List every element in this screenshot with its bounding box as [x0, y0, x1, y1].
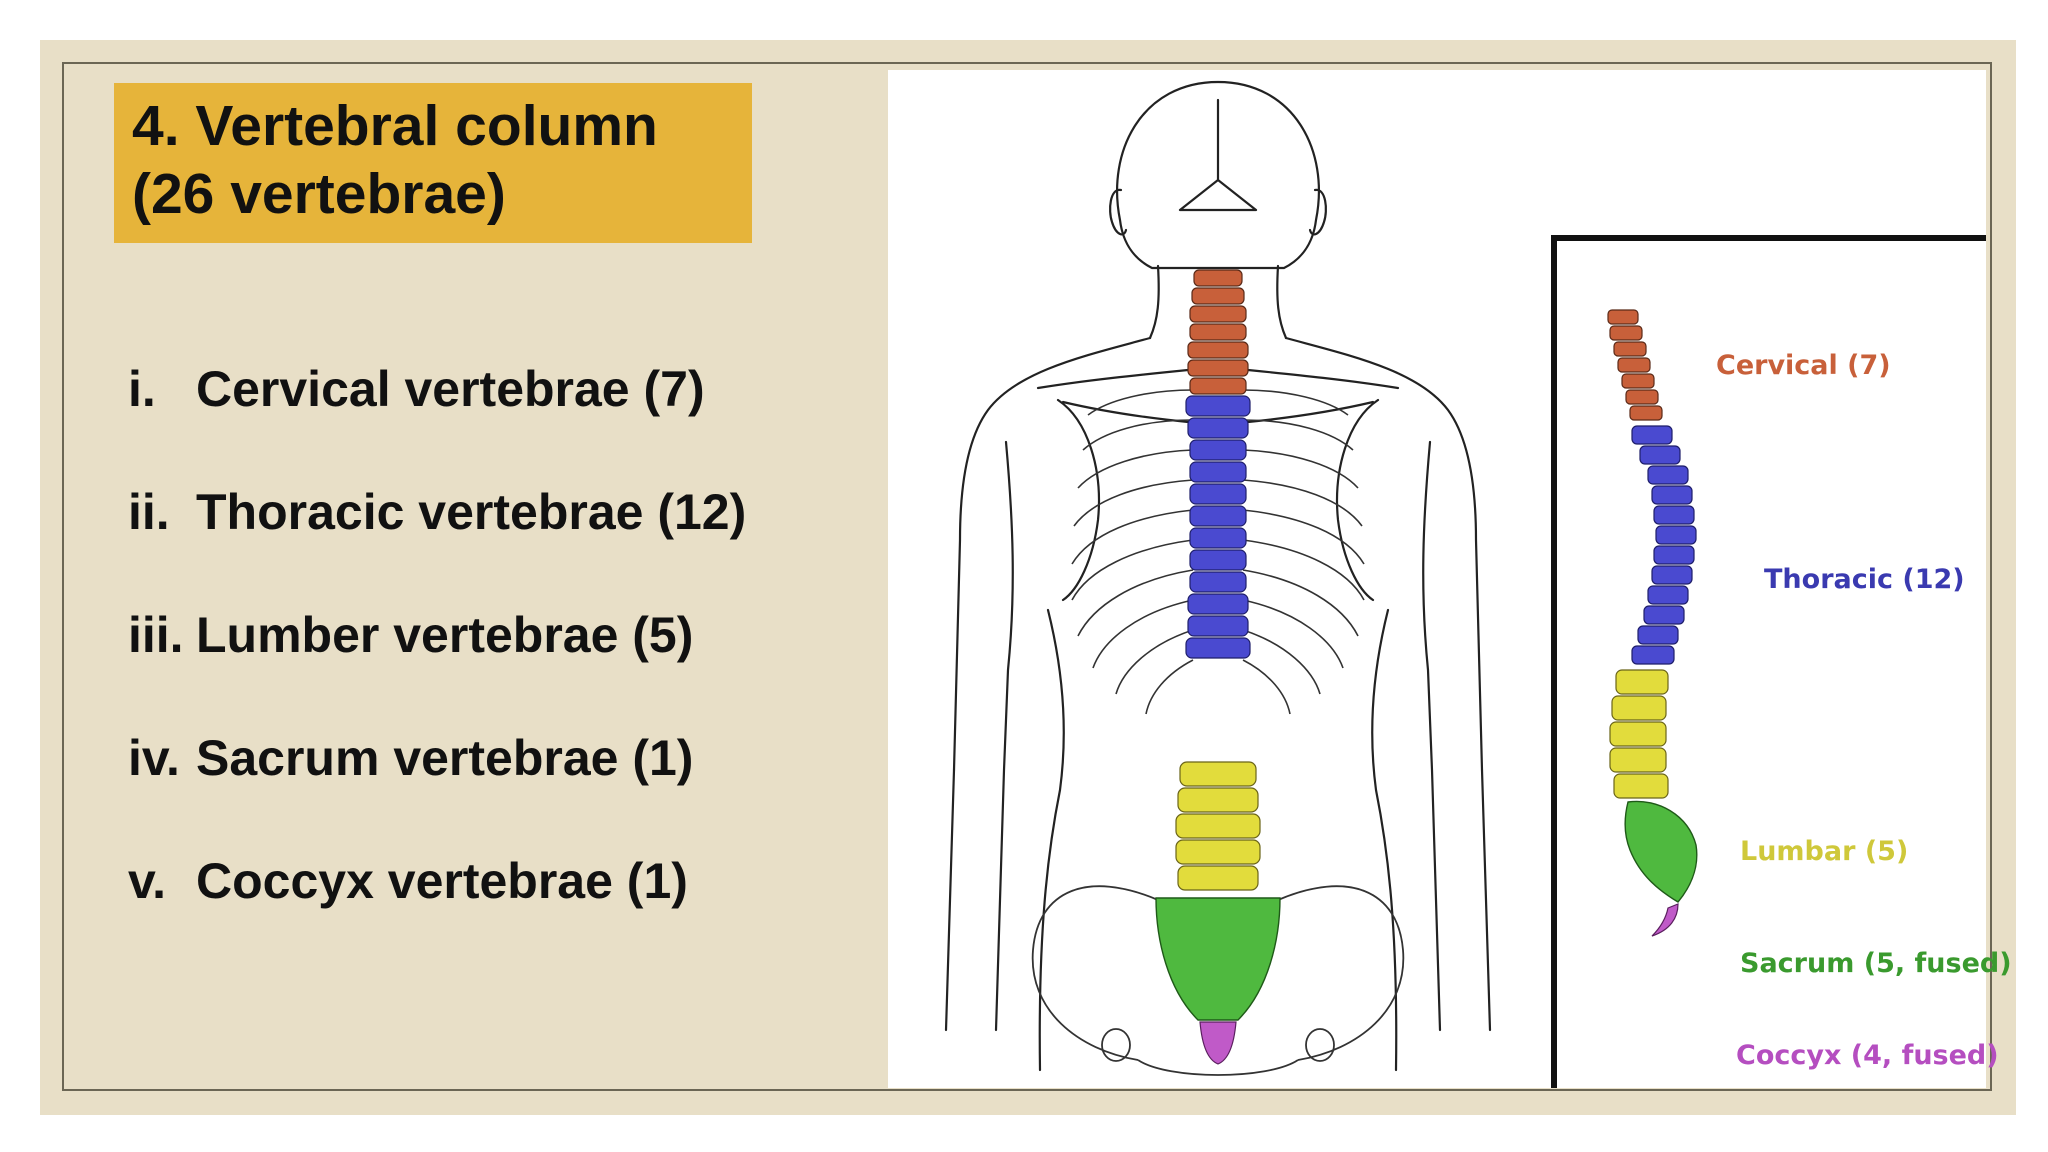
slide-border	[62, 62, 1992, 1091]
side-spine-thoracic	[1631, 425, 1697, 665]
label-coccyx: Coccyx (4, fused)	[1736, 1040, 1999, 1071]
label-cervical: Cervical (7)	[1716, 350, 1891, 381]
spine-illustration: Cervical (7) Thoracic (12) Lumbar (5) Sa…	[944, 80, 2012, 1088]
list-item-text: Sacrum vertebrae (1)	[196, 730, 694, 786]
list-item-number: ii.	[128, 484, 170, 540]
slide: 4. Vertebral column (26 vertebrae) i. Ce…	[40, 40, 2016, 1115]
label-lumbar: Lumbar (5)	[1740, 836, 1908, 867]
pelvis	[1031, 885, 1405, 1076]
back-spine-lumbar	[1175, 761, 1261, 891]
inset-frame	[1551, 235, 1986, 1088]
list-item-text: Thoracic vertebrae (12)	[196, 484, 747, 540]
list-item-number: v.	[128, 853, 166, 909]
list-item-text: Coccyx vertebrae (1)	[196, 853, 688, 909]
label-thoracic: Thoracic (12)	[1764, 564, 1965, 595]
list-item-number: iii.	[128, 607, 184, 663]
title-line-1: 4. Vertebral column	[132, 94, 658, 158]
back-spine-thoracic	[1185, 395, 1251, 659]
back-spine-sacrum	[1155, 897, 1281, 1021]
title-box: 4. Vertebral column (26 vertebrae)	[114, 83, 752, 243]
label-sacrum: Sacrum (5, fused)	[1740, 948, 2012, 979]
back-spine-coccyx	[1199, 1021, 1237, 1065]
list-item-number: iv.	[128, 730, 180, 786]
side-spine-lumbar	[1609, 669, 1669, 799]
body-outline	[944, 80, 1492, 1072]
list-item-text: Lumber vertebrae (5)	[196, 607, 694, 663]
side-spine-sacrum	[1624, 800, 1698, 903]
spine-figure: Cervical (7) Thoracic (12) Lumbar (5) Sa…	[888, 70, 2012, 1088]
back-spine-cervical	[1187, 269, 1249, 395]
list-item-number: i.	[128, 361, 156, 417]
list-item-text: Cervical vertebrae (7)	[196, 361, 705, 417]
side-spine-cervical	[1607, 309, 1663, 421]
title-line-2: (26 vertebrae)	[132, 162, 506, 226]
side-spine-coccyx	[1651, 903, 1679, 937]
ribs	[1071, 389, 1365, 715]
